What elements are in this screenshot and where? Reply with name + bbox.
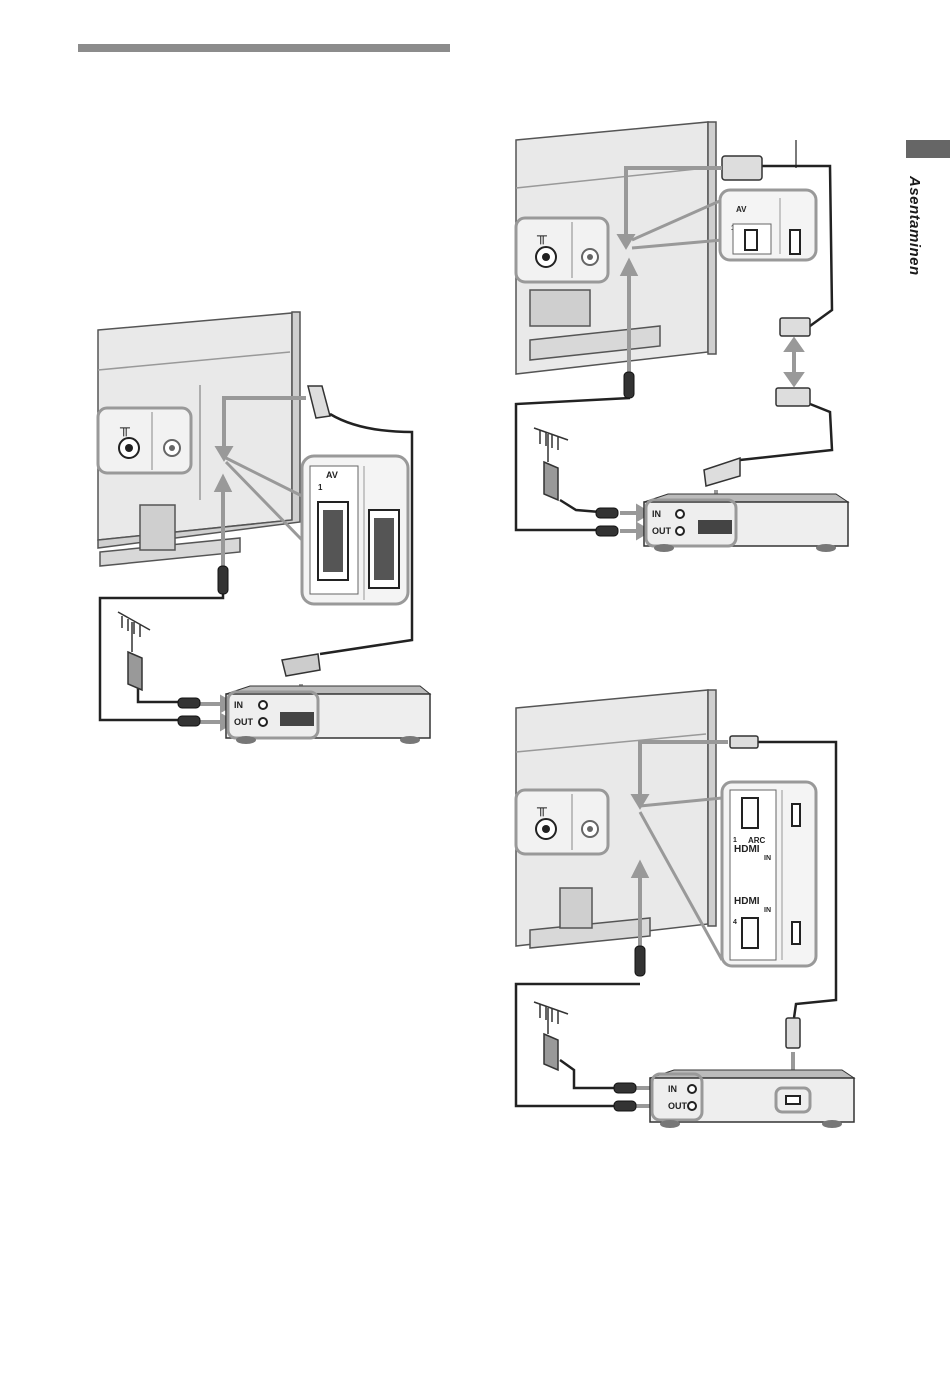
in-label: IN [668, 1084, 677, 1094]
hdmi1-logo: HDMI [734, 844, 760, 855]
hdmi4-in: IN [764, 907, 771, 914]
hdmi4-logo: HDMI [734, 896, 760, 907]
antenna-socket-inset: ╥ [516, 790, 608, 854]
svg-text:╥: ╥ [536, 799, 547, 817]
hdmi1-in: IN [764, 855, 771, 862]
out-label: OUT [668, 1101, 688, 1111]
aerial-icon [534, 1002, 568, 1070]
hdmi4-number: 4 [733, 919, 737, 926]
hdmi1-number: 1 [733, 837, 737, 844]
recorder-box: IN OUT [650, 1070, 854, 1128]
